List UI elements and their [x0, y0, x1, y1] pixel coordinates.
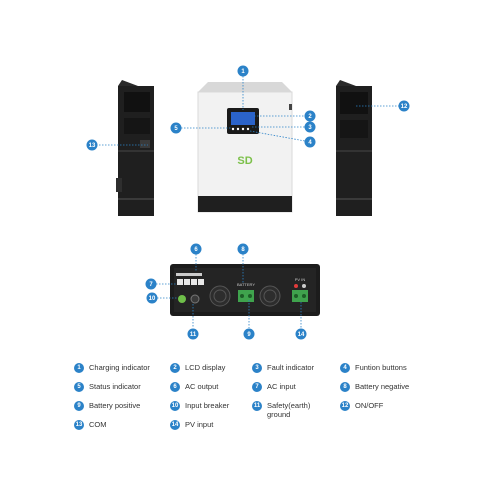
callout-5: 5 — [170, 122, 182, 134]
callout-2: 2 — [304, 110, 316, 122]
callout-12: 12 — [398, 100, 410, 112]
legend-item: 13 COM — [74, 418, 170, 437]
svg-text:14: 14 — [298, 332, 305, 338]
svg-text:1: 1 — [241, 69, 245, 75]
legend-label: Battery positive — [89, 401, 141, 410]
legend-label: Fault indicator — [267, 363, 315, 372]
legend-number-badge: 8 — [340, 382, 350, 392]
svg-text:10: 10 — [149, 296, 156, 302]
pv-panel-label: PV IN — [295, 277, 306, 282]
svg-text:2: 2 — [308, 114, 312, 120]
legend-item: 12 ON/OFF — [340, 399, 434, 418]
legend-number-badge: 9 — [74, 401, 84, 411]
legend-label: ON/OFF — [355, 401, 384, 410]
legend-number-badge: 5 — [74, 382, 84, 392]
legend-number-badge: 12 — [340, 401, 350, 411]
callout-3: 3 — [304, 121, 316, 133]
svg-text:6: 6 — [194, 247, 198, 253]
legend-number-badge: 3 — [252, 363, 262, 373]
legend-number-badge: 7 — [252, 382, 262, 392]
legend-number-badge: 2 — [170, 363, 180, 373]
left-side-view — [116, 80, 154, 216]
legend-number-badge: 10 — [170, 401, 180, 411]
callout-badges: 1 2 3 4 5 13 12 6 8 7 10 11 9 14 — [86, 65, 410, 340]
svg-text:5: 5 — [174, 126, 178, 132]
svg-text:13: 13 — [89, 143, 96, 149]
callout-14: 14 — [295, 328, 307, 340]
svg-text:12: 12 — [401, 104, 408, 110]
legend-label: Safety(earth) ground — [267, 401, 311, 419]
callout-4: 4 — [304, 136, 316, 148]
callout-10: 10 — [146, 292, 158, 304]
front-view: SD — [197, 82, 293, 213]
legend-item: 1 Charging indicator — [74, 361, 170, 380]
legend-item: 11 Safety(earth) ground — [252, 399, 340, 419]
legend-label: Funtion buttons — [355, 363, 407, 372]
legend-label: PV input — [185, 420, 214, 429]
legend-number-badge: 14 — [170, 420, 180, 430]
bottom-view: BATTERY PV IN — [170, 264, 320, 316]
svg-text:9: 9 — [247, 332, 251, 338]
right-side-view — [336, 80, 372, 216]
legend-label: LCD display — [185, 363, 226, 372]
callout-6: 6 — [190, 243, 202, 255]
legend-item: 4 Funtion buttons — [340, 361, 434, 380]
component-legend: 1 Charging indicator 2 LCD display 3 Fault in… — [74, 361, 434, 437]
svg-text:4: 4 — [308, 140, 312, 146]
legend-number-badge: 13 — [74, 420, 84, 430]
legend-label: Status indicator — [89, 382, 141, 391]
svg-text:7: 7 — [149, 282, 153, 288]
callout-lines — [93, 76, 404, 328]
legend-number-badge: 1 — [74, 363, 84, 373]
legend-item: 7 AC input — [252, 380, 340, 399]
legend-item: 10 Input breaker — [170, 399, 252, 418]
legend-item: 5 Status indicator — [74, 380, 170, 399]
legend-number-badge: 6 — [170, 382, 180, 392]
legend-item: 14 PV input — [170, 418, 252, 437]
svg-text:11: 11 — [190, 332, 197, 338]
legend-item: 9 Battery positive — [74, 399, 170, 418]
callout-8: 8 — [237, 243, 249, 255]
battery-panel-label: BATTERY — [237, 282, 255, 287]
legend-label: Input breaker — [185, 401, 230, 410]
legend-label: COM — [89, 420, 107, 429]
callout-7: 7 — [145, 278, 157, 290]
callout-13: 13 — [86, 139, 98, 151]
callout-9: 9 — [243, 328, 255, 340]
svg-text:8: 8 — [241, 247, 245, 253]
brand-logo: SD — [237, 155, 252, 167]
callout-1: 1 — [237, 65, 249, 77]
legend-label: AC input — [267, 382, 296, 391]
legend-label: Charging indicator — [89, 363, 150, 372]
legend-item: 6 AC output — [170, 380, 252, 399]
legend-label: Battery negative — [355, 382, 410, 391]
callout-11: 11 — [187, 328, 199, 340]
legend-item: 8 Battery negative — [340, 380, 434, 399]
svg-text:3: 3 — [308, 125, 312, 131]
legend-number-badge: 11 — [252, 401, 262, 411]
legend-item: 2 LCD display — [170, 361, 252, 380]
legend-item: 3 Fault indicator — [252, 361, 340, 380]
legend-label: AC output — [185, 382, 219, 391]
legend-number-badge: 4 — [340, 363, 350, 373]
